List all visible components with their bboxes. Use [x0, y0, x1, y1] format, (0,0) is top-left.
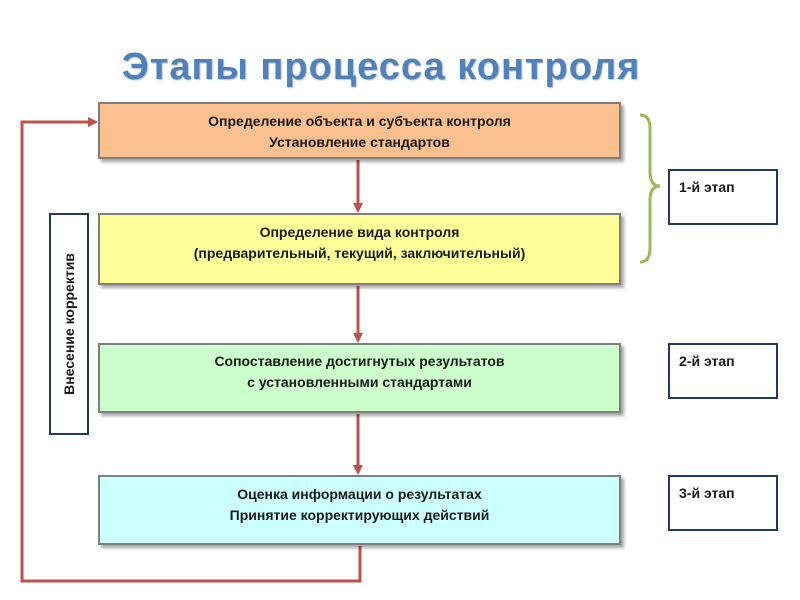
stage-2-label: 2-й этап [668, 343, 778, 399]
step-define-control-type: Определение вида контроля (предварительн… [98, 213, 621, 285]
feedback-label: Внесение корректив [61, 253, 77, 395]
stage1-brace [639, 113, 661, 264]
step-text-line: Сопоставление достигнутых результатов [214, 353, 505, 369]
feedback-loop-arrow [20, 117, 362, 583]
step-text-line: Определение вида контроля [259, 224, 460, 240]
page-title: Этапы процесса контроля [121, 46, 641, 88]
step-text-line: Оценка информации о результатах [237, 486, 482, 502]
step-text-line: с установленными стандартами [247, 374, 472, 390]
step-text-line: Определение объекта и субъекта контроля [208, 113, 511, 129]
step-compare-results: Сопоставление достигнутых результатов с … [98, 343, 621, 413]
step-define-object: Определение объекта и субъекта контроля … [98, 102, 621, 159]
feedback-label-box: Внесение корректив [49, 213, 89, 435]
step-evaluate-results: Оценка информации о результатах Принятие… [98, 475, 621, 545]
step-text-line: (предварительный, текущий, заключительны… [193, 245, 526, 261]
step-text-line: Принятие корректирующих действий [229, 507, 490, 523]
stage-1-label: 1-й этап [668, 169, 778, 225]
step-text-line: Установление стандартов [269, 134, 450, 150]
stage-3-label: 3-й этап [668, 475, 778, 531]
